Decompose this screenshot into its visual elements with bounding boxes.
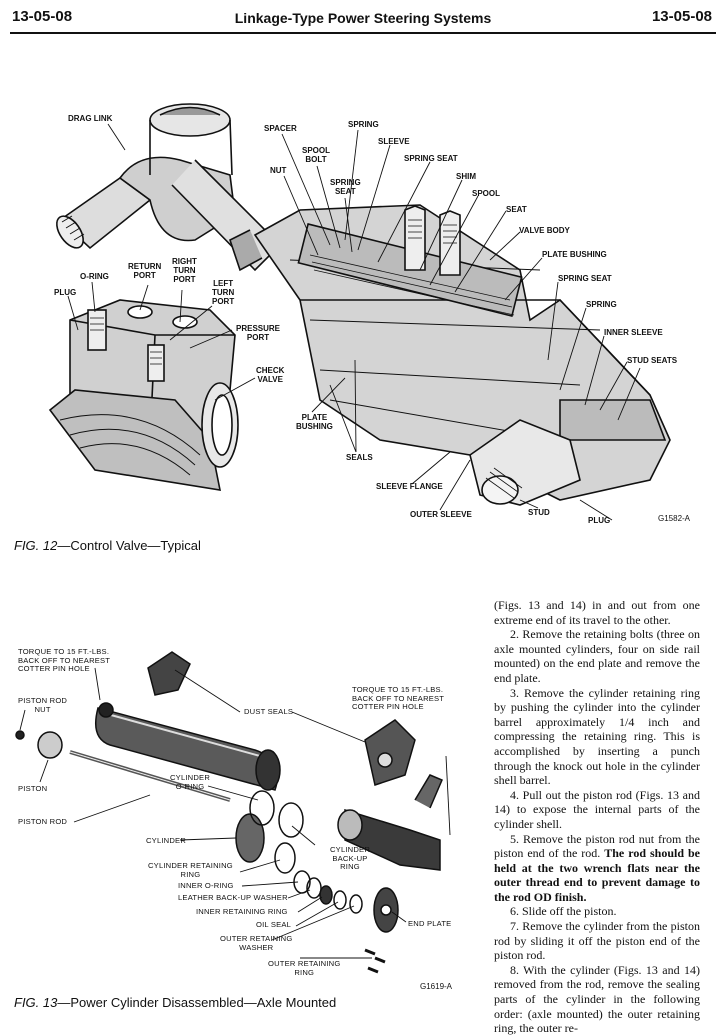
label-seat: SEAT bbox=[506, 205, 527, 214]
label-piston-rod-nut: PISTON ROD NUT bbox=[18, 696, 68, 714]
label-spring-right: SPRING bbox=[586, 300, 617, 309]
label-valve-body: VALVE BODY bbox=[519, 226, 570, 235]
label-spring-seat-left: SPRING SEAT bbox=[330, 178, 361, 196]
fig13-caption-number: FIG. 13 bbox=[14, 995, 58, 1010]
label-shim: SHIM bbox=[456, 172, 476, 181]
label-drag-link: DRAG LINK bbox=[68, 114, 113, 123]
label-stud-seats: STUD SEATS bbox=[627, 356, 678, 365]
label-sleeve: SLEEVE bbox=[378, 137, 410, 146]
label-plate-bushing-left: PLATE BUSHING bbox=[296, 413, 333, 431]
fig13-caption-text: —Power Cylinder Disassembled—Axle Mounte… bbox=[57, 995, 337, 1010]
label-return-port: RETURN PORT bbox=[128, 262, 162, 280]
page-number-left: 13-05-08 bbox=[12, 8, 73, 25]
label-sleeve-flange: SLEEVE FLANGE bbox=[376, 482, 443, 491]
label-pressure-port: PRESSURE PORT bbox=[236, 324, 281, 342]
label-inner-retaining-ring: INNER RETAINING RING bbox=[196, 907, 288, 916]
label-oil-seal: OIL SEAL bbox=[256, 920, 292, 929]
fig12-code: G1582-A bbox=[658, 514, 691, 523]
fig13-caption: FIG. 13—Power Cylinder Disassembled—Axle… bbox=[14, 995, 336, 1010]
step-5-warning: The rod should be held at the two wrench… bbox=[494, 846, 700, 904]
paragraph-step-3: 3. Remove the cylinder retaining ring by… bbox=[494, 685, 700, 788]
label-cylinder-o-ring: CYLINDER O-RING bbox=[170, 773, 210, 791]
step-5-text: 5. Remove the piston rod nut from the pi… bbox=[494, 831, 700, 861]
label-inner-sleeve: INNER SLEEVE bbox=[604, 328, 663, 337]
label-dust-seals: DUST SEALS bbox=[244, 707, 294, 716]
label-end-plate: END PLATE bbox=[408, 919, 452, 928]
label-outer-retaining-ring: OUTER RETAINING RING bbox=[268, 959, 341, 977]
label-right-turn-port: RIGHT TURN PORT bbox=[172, 257, 197, 284]
paragraph-step-2: 2. Remove the retaining bolts (three on … bbox=[494, 627, 700, 685]
body-text-column: (Figs. 13 and 14) in and out from one ex… bbox=[494, 598, 700, 1036]
label-outer-sleeve: OUTER SLEEVE bbox=[410, 510, 472, 519]
label-stud: STUD bbox=[528, 508, 550, 517]
paragraph-step-5: 5. Remove the piston rod nut from the pi… bbox=[494, 832, 700, 905]
label-piston: PISTON bbox=[18, 784, 48, 793]
label-leather-back-up-washer: LEATHER BACK-UP WASHER bbox=[178, 893, 288, 902]
label-spool: SPOOL bbox=[472, 189, 501, 198]
label-torque-right: TORQUE TO 15 FT.-LBS. BACK OFF TO NEARES… bbox=[352, 685, 445, 712]
fig12-caption-number: FIG. 12 bbox=[14, 538, 58, 553]
label-cylinder-back-up-ring: CYLINDER BACK-UP RING bbox=[330, 845, 370, 872]
paragraph-step-7: 7. Remove the cylinder from the piston r… bbox=[494, 919, 700, 963]
label-spring-seat-top: SPRING SEAT bbox=[404, 154, 458, 163]
label-spring-top: SPRING bbox=[348, 120, 379, 129]
label-inner-o-ring: INNER O-RING bbox=[178, 881, 234, 890]
label-spacer: SPACER bbox=[264, 124, 297, 133]
paragraph-step-4: 4. Pull out the piston rod (Figs. 13 and… bbox=[494, 787, 700, 831]
paragraph-step-6: 6. Slide off the piston. bbox=[510, 904, 617, 919]
label-left-turn-port: LEFT TURN PORT bbox=[212, 279, 235, 306]
paragraph-continued: (Figs. 13 and 14) in and out from one ex… bbox=[494, 598, 700, 627]
label-check-valve: CHECK VALVE bbox=[256, 366, 285, 384]
page-number-right: 13-05-08 bbox=[651, 8, 712, 25]
label-nut: NUT bbox=[270, 166, 287, 175]
fig13-code: G1619-A bbox=[420, 982, 453, 991]
header-rule bbox=[10, 32, 716, 34]
label-plate-bushing-right: PLATE BUSHING bbox=[542, 250, 607, 259]
label-cylinder: CYLINDER bbox=[146, 836, 186, 845]
label-plug-left: PLUG bbox=[54, 288, 77, 297]
label-o-ring: O-RING bbox=[80, 272, 109, 281]
label-plug-right: PLUG bbox=[588, 516, 611, 525]
label-cylinder-retaining-ring: CYLINDER RETAINING RING bbox=[148, 861, 233, 879]
label-spool-bolt: SPOOL BOLT bbox=[302, 146, 331, 164]
paragraph-step-8: 8. With the cylinder (Figs. 13 and 14) r… bbox=[494, 962, 700, 1036]
fig12-caption: FIG. 12—Control Valve—Typical bbox=[14, 538, 201, 553]
label-outer-retaining-washer: OUTER RETAINING WASHER bbox=[220, 934, 293, 952]
label-seals: SEALS bbox=[346, 453, 373, 462]
page-title: Linkage-Type Power Steering Systems bbox=[234, 10, 492, 26]
label-torque-left: TORQUE TO 15 FT.-LBS. BACK OFF TO NEARES… bbox=[18, 647, 111, 674]
label-piston-rod: PISTON ROD bbox=[18, 817, 68, 826]
label-spring-seat-right: SPRING SEAT bbox=[558, 274, 612, 283]
fig12-caption-text: —Control Valve—Typical bbox=[57, 538, 201, 553]
